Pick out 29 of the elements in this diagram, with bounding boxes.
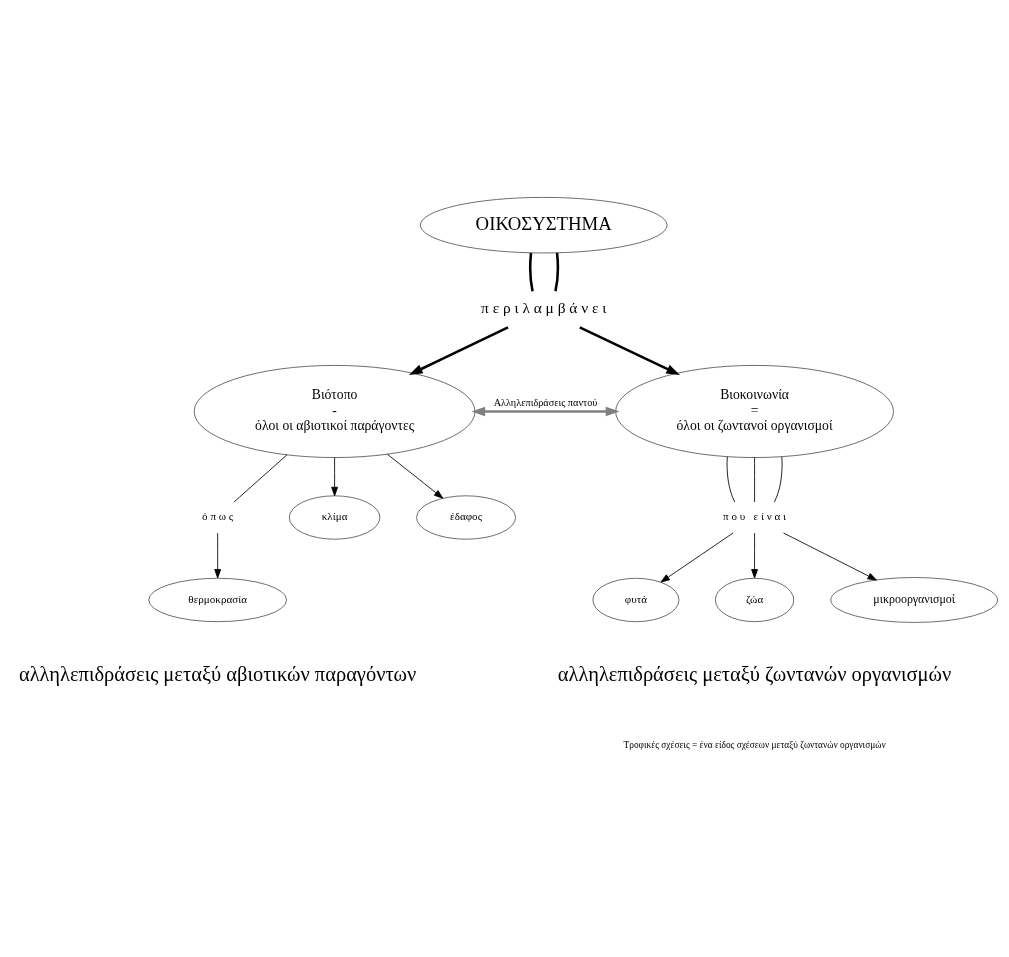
arrow — [660, 532, 734, 582]
node-text: ό π ω ς — [202, 509, 234, 522]
arrow — [471, 406, 620, 416]
arrow — [214, 532, 222, 578]
node-ellipse: θερμοκρασία — [148, 577, 287, 622]
arrow — [751, 532, 758, 578]
connector — [726, 455, 736, 503]
node-ellipse: φυτά — [592, 577, 680, 622]
node-ellipse: ζώα — [714, 577, 795, 622]
edge-label: Αλληλεπιδράσεις παντού — [493, 396, 598, 408]
node-text: π ε ρ ι λ α μ β ά ν ε ι — [481, 298, 607, 316]
node-ellipse: κλίμα — [288, 494, 381, 540]
label: Τροφικές σχέσεις = ένα είδος σχέσεων μεταξύ ζωντανών οργανισμών — [623, 739, 886, 750]
connector — [554, 252, 560, 291]
node-ellipse: μικροοργανισμοί — [830, 576, 998, 623]
arrow — [386, 453, 444, 499]
node-text: π ο υ ε ί ν α ι — [723, 509, 787, 522]
node-ellipse: ΟΙΚΟΣΥΣΤΗΜΑ — [419, 196, 668, 253]
connector — [233, 453, 288, 502]
arrow — [408, 325, 509, 375]
arrow — [331, 456, 338, 496]
connector — [773, 455, 783, 503]
label: αλληλεπιδράσεις μεταξύ αβιοτικών παραγόντων — [18, 662, 417, 685]
connector — [529, 252, 534, 291]
node-ellipse: έδαφος — [416, 494, 516, 540]
arrow — [783, 532, 877, 580]
label: αλληλεπιδράσεις μεταξύ ζωντανών οργανισμών — [557, 662, 952, 685]
connector — [754, 456, 755, 502]
arrow — [579, 325, 680, 375]
